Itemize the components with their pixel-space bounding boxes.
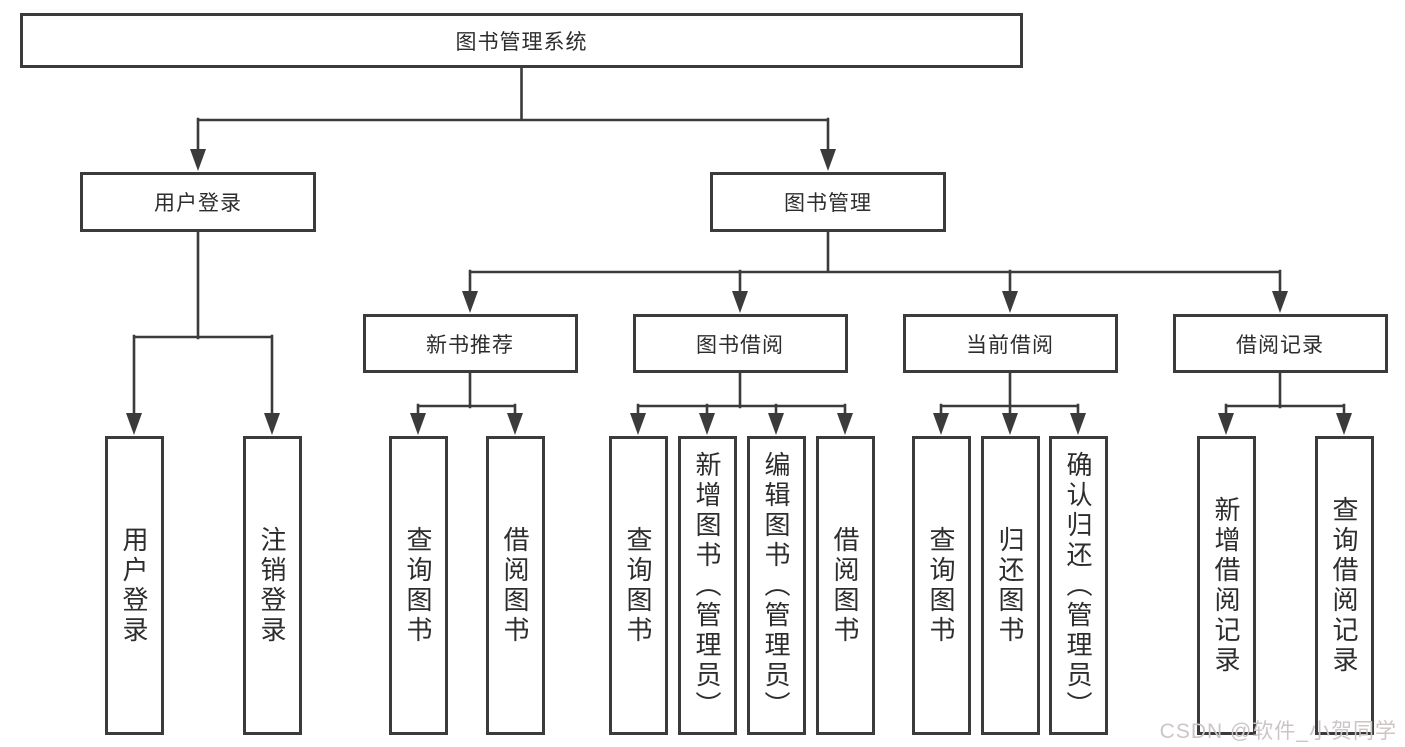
node-new-book-recommend: 新书推荐 xyxy=(362,314,578,373)
leaf-borrow-books-1: 借阅图书 xyxy=(485,436,545,735)
node-library-management-system: 图书管理系统 xyxy=(20,13,1023,68)
node-label: 新增图书（管理员） xyxy=(692,450,722,721)
arrowhead-group xyxy=(126,149,1352,435)
node-label: 查询借阅记录 xyxy=(1329,495,1359,676)
node-user-login-branch: 用户登录 xyxy=(80,172,316,232)
leaf-user-login: 用户登录 xyxy=(104,436,164,735)
node-label: 查询图书 xyxy=(926,525,956,646)
node-label: 图书管理系统 xyxy=(455,30,588,54)
node-label: 新增借阅记录 xyxy=(1211,495,1241,676)
leaf-borrow-books-2: 借阅图书 xyxy=(815,436,875,735)
node-label: 图书借阅 xyxy=(696,333,784,357)
node-label: 借阅图书 xyxy=(500,525,530,646)
node-label: 用户登录 xyxy=(119,525,149,646)
node-label: 编辑图书（管理员） xyxy=(761,450,791,721)
node-label: 查询图书 xyxy=(403,525,433,646)
node-current-borrowing: 当前借阅 xyxy=(902,314,1118,373)
node-label: 注销登录 xyxy=(257,525,287,646)
node-label: 确认归还（管理员） xyxy=(1063,450,1093,721)
leaf-add-borrow-record: 新增借阅记录 xyxy=(1196,436,1256,735)
leaf-logout: 注销登录 xyxy=(242,436,302,735)
node-book-borrowing: 图书借阅 xyxy=(632,314,848,373)
node-label: 图书管理 xyxy=(784,192,872,215)
node-label: 当前借阅 xyxy=(966,333,1054,357)
node-label: 新书推荐 xyxy=(426,333,514,357)
node-borrowing-records: 借阅记录 xyxy=(1172,314,1388,373)
node-label: 归还图书 xyxy=(995,525,1025,646)
node-label: 查询图书 xyxy=(623,525,653,646)
node-book-management-branch: 图书管理 xyxy=(710,172,946,232)
leaf-query-books-1: 查询图书 xyxy=(388,436,448,735)
node-label: 用户登录 xyxy=(154,192,242,215)
node-label: 借阅图书 xyxy=(830,525,860,646)
leaf-edit-books-admin: 编辑图书（管理员） xyxy=(746,436,806,735)
node-label: 借阅记录 xyxy=(1236,333,1324,357)
csdn-watermark: CSDN @软件_小贺同学 xyxy=(1159,720,1397,743)
leaf-confirm-return-admin: 确认归还（管理员） xyxy=(1048,436,1108,735)
leaf-query-books-2: 查询图书 xyxy=(608,436,668,735)
leaf-return-books: 归还图书 xyxy=(980,436,1040,735)
leaf-query-borrow-record: 查询借阅记录 xyxy=(1314,436,1374,735)
leaf-query-books-3: 查询图书 xyxy=(911,436,971,735)
leaf-add-books-admin: 新增图书（管理员） xyxy=(677,436,737,735)
